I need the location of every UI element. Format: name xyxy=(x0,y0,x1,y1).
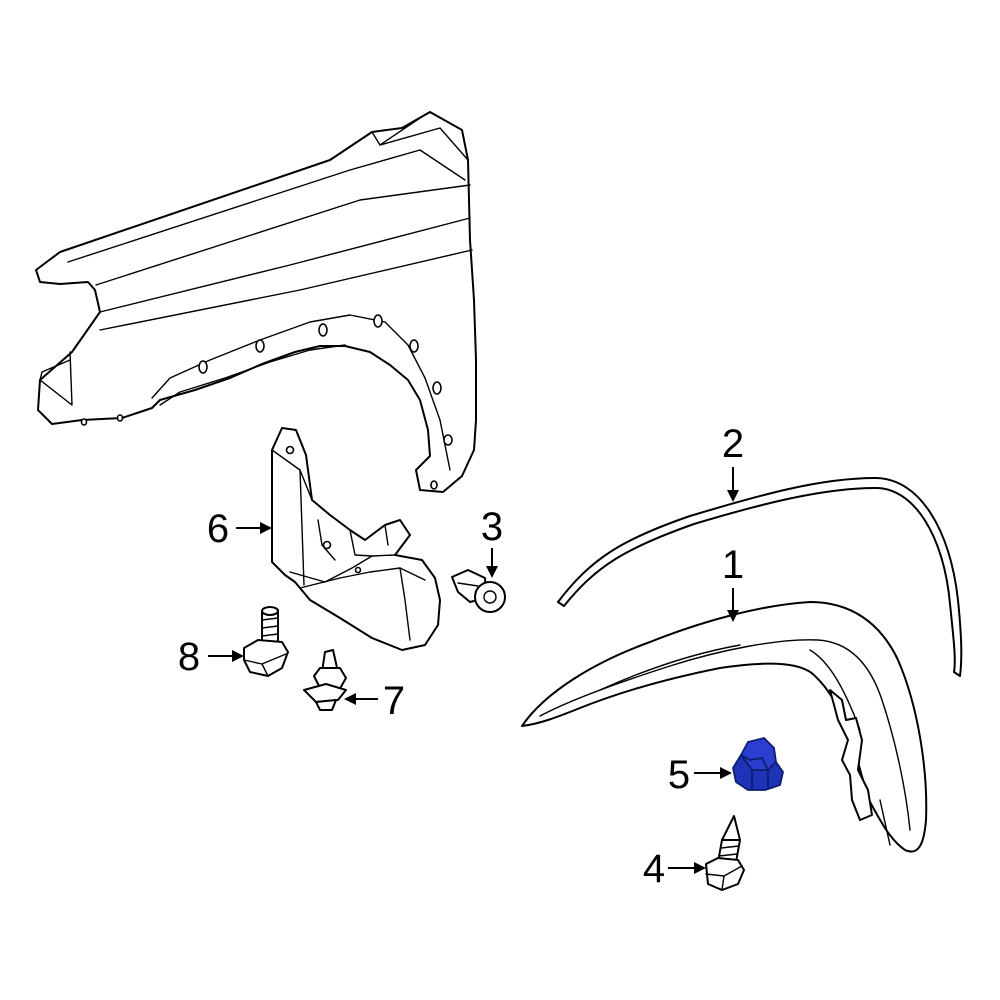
callout-1: 1 xyxy=(722,543,744,587)
callout-4: 4 xyxy=(643,847,665,891)
callout-6: 6 xyxy=(207,507,229,551)
screw xyxy=(705,815,745,891)
callout-2: 2 xyxy=(722,422,744,466)
fender-flare xyxy=(521,601,928,853)
callout-arrows xyxy=(208,467,739,874)
callout-3: 3 xyxy=(481,505,503,549)
callout-5: 5 xyxy=(668,753,690,797)
callout-8: 8 xyxy=(178,635,200,679)
callout-labels: 1 2 3 4 5 6 7 8 xyxy=(178,422,744,891)
arch-moulding xyxy=(557,477,963,677)
retainer-clip xyxy=(451,569,506,613)
callout-7: 7 xyxy=(383,679,405,723)
push-clip xyxy=(303,649,347,711)
splash-shield xyxy=(271,427,441,651)
highlighted-nut xyxy=(732,737,784,791)
bolt xyxy=(243,606,289,677)
fender-panel xyxy=(35,111,477,493)
